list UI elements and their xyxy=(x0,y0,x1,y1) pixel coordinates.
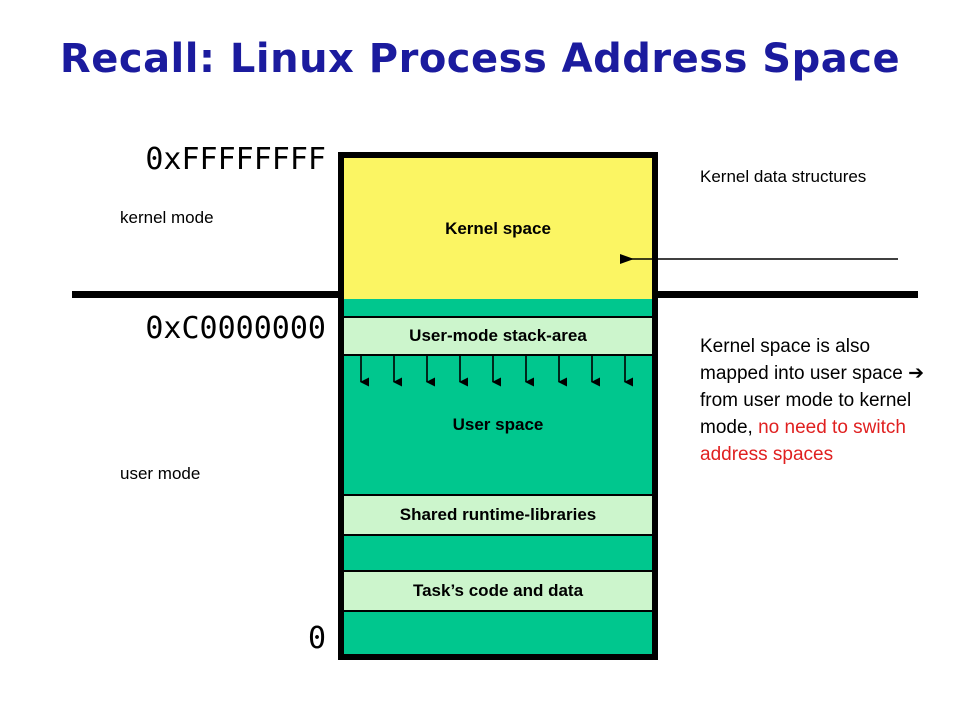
note-text-red-emphasis: no need to switch address spaces xyxy=(700,417,906,465)
region-task-code-and-data-label: Task’s code and data xyxy=(412,581,584,600)
kernel-mode-label: kernel mode xyxy=(120,208,214,227)
user-mode-label: user mode xyxy=(120,464,201,483)
region-gap-bottom xyxy=(344,612,652,654)
note-kernel-space-mapping: Kernel space is also mapped into user sp… xyxy=(700,333,928,468)
address-label-top: 0xFFFFFFFF xyxy=(145,142,326,177)
address-label-boundary: 0xC0000000 xyxy=(145,311,326,346)
right-arrow-icon: ➔ xyxy=(908,362,924,384)
note-kernel-data-structures: Kernel data structures xyxy=(700,167,867,186)
region-kernel-space: Kernel space xyxy=(344,158,652,299)
region-kernel-space-label: Kernel space xyxy=(445,218,551,238)
region-user-space-label: User space xyxy=(452,415,544,434)
note-text-black-part2: from user mode to kernel mode, xyxy=(700,390,912,438)
page-title: Recall: Linux Process Address Space xyxy=(59,36,901,82)
note-text-black-part1: Kernel space is also mapped into user sp… xyxy=(700,336,909,384)
memory-map-frame: Kernel space User-mode stack-area User s… xyxy=(338,152,658,660)
region-shared-runtime-libraries-label: Shared runtime-libraries xyxy=(399,505,597,524)
address-label-zero: 0 xyxy=(307,621,326,656)
region-user-space: User space xyxy=(344,356,652,494)
region-user-mode-stack-area: User-mode stack-area xyxy=(344,316,652,356)
region-user-mode-stack-area-label: User-mode stack-area xyxy=(409,326,587,345)
region-shared-runtime-libraries: Shared runtime-libraries xyxy=(344,494,652,536)
region-task-code-and-data: Task’s code and data xyxy=(344,570,652,612)
region-gap-middle xyxy=(344,536,652,570)
kernel-data-pointer-arrow-icon xyxy=(620,254,898,264)
